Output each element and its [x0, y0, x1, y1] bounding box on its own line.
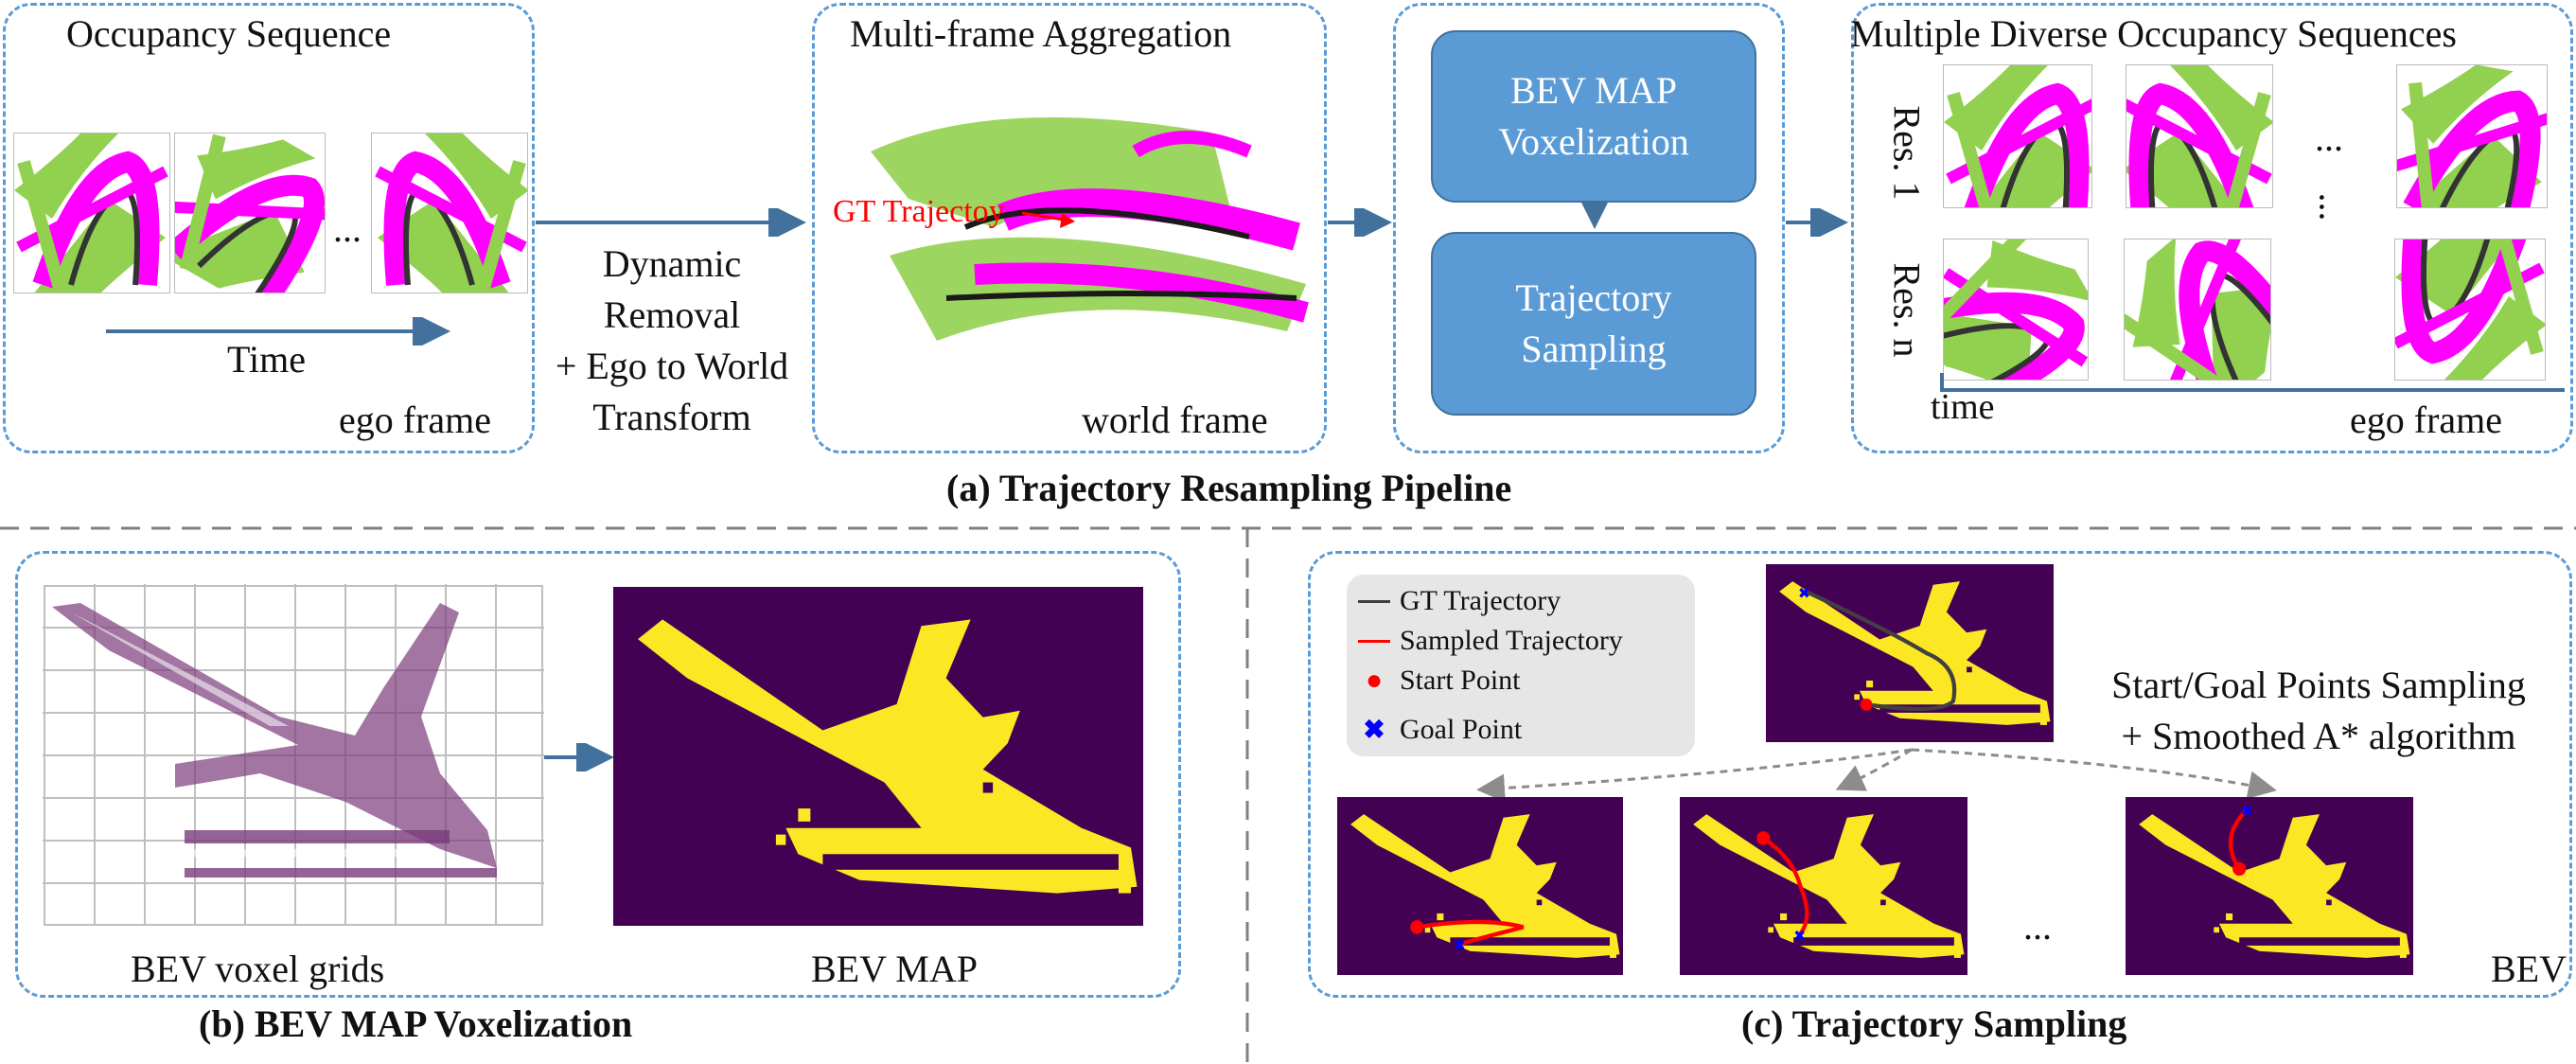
trajectory-sampling-box: Trajectory Sampling	[1431, 232, 1756, 416]
bev-voxel-grids-label: BEV voxel grids	[131, 948, 385, 990]
svg-text:✖: ✖	[2241, 802, 2253, 820]
method-line-2: + Smoothed A* algorithm	[2121, 715, 2516, 757]
svg-text:✖: ✖	[1454, 936, 1466, 954]
bev-corner-label: BEV	[2491, 948, 2567, 990]
bev-voxelization-panel	[15, 551, 1181, 998]
aggregation-title: Multi-frame Aggregation	[850, 12, 1232, 55]
svg-text:✖: ✖	[1798, 584, 1810, 602]
occupancy-frame-label: ego frame	[339, 399, 492, 441]
pipeline-to-sequences-arrow	[1786, 208, 1848, 237]
legend-gt-label: GT Trajectory	[1400, 585, 1561, 616]
aggregation-panel	[812, 3, 1327, 453]
pipeline-panel	[1393, 3, 1785, 453]
res-1-label: Res. 1	[1885, 105, 1929, 201]
sampling-ellipsis: ...	[2023, 905, 2052, 948]
occupancy-thumbnail-3	[371, 133, 528, 293]
diverse-sequences-title: Multiple Diverse Occupancy Sequences	[1850, 12, 2457, 55]
sampled-bev-2: ✖	[1680, 797, 1967, 975]
caption-c: (c) Trajectory Sampling	[1741, 1002, 2127, 1045]
aggregation-frame-label: world frame	[1082, 399, 1268, 441]
resn-thumbnail-3	[2394, 239, 2546, 381]
sampled-line-swatch	[1358, 639, 1390, 643]
svg-text:✖: ✖	[1793, 927, 1806, 945]
aggregation-to-pipeline-arrow	[1328, 208, 1392, 237]
legend-start-label: Start Point	[1400, 665, 1521, 696]
legend-goal-label: Goal Point	[1400, 714, 1523, 745]
legend-sampled-trajectory: Sampled Trajectory	[1358, 625, 1623, 657]
dynamic-removal-label: Dynamic Removal + Ego to World Transform	[555, 242, 789, 438]
trajectory-legend	[1347, 575, 1695, 756]
occupancy-time-label: Time	[227, 338, 307, 381]
occupancy-sequence-panel	[3, 3, 535, 453]
res-n-label: Res. n	[1885, 262, 1929, 358]
start-point-icon: ●	[1365, 665, 1384, 696]
sampling-branch-arrows	[1476, 748, 2277, 801]
res1-thumbnail-1	[1943, 64, 2092, 208]
occupancy-ellipsis: ...	[333, 207, 362, 250]
legend-start-point: ● Start Point	[1358, 665, 1521, 697]
gt-line-swatch	[1358, 599, 1390, 603]
sampled-bev-1: ✖	[1337, 797, 1623, 975]
sequences-time-label: time	[1931, 387, 1995, 427]
caption-a: (a) Trajectory Resampling Pipeline	[946, 467, 1512, 509]
occupancy-thumbnail-1	[13, 133, 170, 293]
resn-thumbnail-1	[1943, 239, 2089, 381]
res1-thumbnail-3	[2396, 64, 2548, 208]
diverse-sequences-panel	[1851, 3, 2573, 453]
gt-trajectory-bev: ✖	[1766, 564, 2054, 742]
res1-ellipsis: ...	[2315, 116, 2343, 159]
sequences-frame-label: ego frame	[2350, 399, 2503, 441]
bev-map-image	[613, 587, 1143, 926]
caption-b: (b) BEV MAP Voxelization	[199, 1002, 633, 1045]
bev-map-voxelization-box: BEV MAP Voxelization	[1431, 30, 1756, 203]
resn-thumbnail-2	[2124, 239, 2271, 381]
legend-sampled-label: Sampled Trajectory	[1400, 625, 1623, 656]
aggregated-point-cloud	[871, 117, 1309, 341]
sequence-time-axis	[1940, 373, 2565, 392]
voxel-to-map-arrow	[544, 743, 614, 771]
occupancy-sequence-title: Occupancy Sequence	[66, 12, 392, 55]
legend-goal-point: ✖ Goal Point	[1358, 714, 1522, 746]
goal-point-icon: ✖	[1363, 716, 1385, 745]
gt-trajectory-pointer	[1022, 211, 1075, 228]
vertical-ellipsis: ...	[2311, 192, 2355, 222]
section-dividers	[0, 526, 2576, 1064]
bev-map-label: BEV MAP	[811, 948, 978, 990]
gt-trajectory-label: GT Trajectoy	[833, 194, 1005, 229]
legend-gt-trajectory: GT Trajectory	[1358, 585, 1561, 617]
method-line-1: Start/Goal Points Sampling	[2111, 664, 2526, 706]
voxelization-to-sampling-arrow	[1580, 201, 1609, 229]
sampled-bev-3: ✖	[2126, 797, 2413, 975]
dynamic-removal-arrow	[536, 208, 806, 237]
time-arrow	[106, 317, 450, 346]
res1-thumbnail-2	[2126, 64, 2273, 208]
occupancy-thumbnail-2	[174, 133, 326, 293]
trajectory-sampling-panel	[1308, 551, 2572, 998]
bev-voxel-grid	[43, 584, 544, 926]
